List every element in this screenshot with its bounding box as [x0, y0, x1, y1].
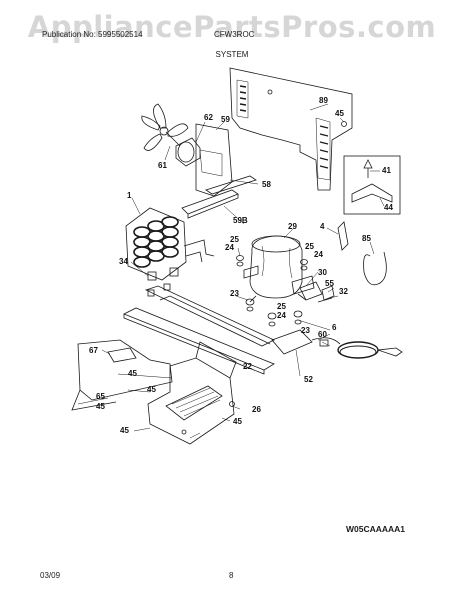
callout-45-c: 45	[96, 402, 105, 411]
callout-55: 55	[325, 279, 334, 288]
toe-grille	[71, 339, 173, 411]
diagram-code: W05CAAAAA1	[346, 524, 406, 534]
callout-60: 60	[318, 330, 327, 339]
callout-25-left: 25	[230, 235, 239, 244]
callout-4: 4	[320, 222, 325, 231]
callout-25-right: 25	[305, 242, 314, 251]
callout-25-bottom: 25	[277, 302, 286, 311]
condenser-fan-motor	[165, 123, 233, 197]
callout-59: 59	[221, 115, 230, 124]
callout-30: 30	[318, 268, 327, 277]
drain-pan	[147, 341, 237, 445]
callout-24-bottom: 24	[277, 311, 286, 320]
callout-58: 58	[262, 180, 271, 189]
callout-67: 67	[89, 346, 98, 355]
callout-52: 52	[304, 375, 313, 384]
callout-24-left: 24	[225, 243, 234, 252]
callout-leaders	[77, 103, 385, 439]
callout-65: 65	[96, 392, 105, 401]
mounting-grommets	[236, 255, 308, 327]
callout-23-right: 23	[301, 326, 310, 335]
footer-date: 03/09	[40, 571, 61, 580]
callout-24-right: 24	[314, 250, 323, 259]
callout-32: 32	[339, 287, 348, 296]
callout-45-a: 45	[128, 369, 137, 378]
drier-and-tubing	[337, 221, 387, 286]
publication-number: Publication No: 5995502514	[42, 30, 143, 39]
watermark: AppliancePartsPros.com	[27, 10, 437, 44]
callout-1: 1	[127, 191, 132, 200]
callout-6: 6	[332, 323, 337, 332]
callout-59b: 59B	[233, 216, 248, 225]
model-number: CFW3ROC	[214, 30, 255, 39]
callout-29: 29	[288, 222, 297, 231]
callout-22: 22	[243, 362, 252, 371]
callout-45-top: 45	[335, 109, 344, 118]
callout-45-d: 45	[120, 426, 129, 435]
section-title: SYSTEM	[215, 50, 249, 59]
callout-62: 62	[204, 113, 213, 122]
footer-page-number: 8	[229, 571, 234, 580]
callout-89: 89	[319, 96, 328, 105]
callout-26: 26	[252, 405, 261, 414]
callout-45-b: 45	[147, 385, 156, 394]
callout-41: 41	[382, 166, 391, 175]
start-relay	[299, 281, 335, 303]
callout-44: 44	[384, 203, 393, 212]
compressor	[243, 235, 315, 303]
condenser-coil	[125, 207, 215, 281]
condenser-fan-blade	[141, 103, 189, 151]
callout-85: 85	[362, 234, 371, 243]
callout-45-e: 45	[233, 417, 242, 426]
rear-panel	[229, 67, 353, 191]
power-cord	[271, 329, 403, 359]
callout-34: 34	[119, 257, 128, 266]
callout-23-left: 23	[230, 289, 239, 298]
clip-detail-box	[343, 155, 401, 215]
callout-61: 61	[158, 161, 167, 170]
